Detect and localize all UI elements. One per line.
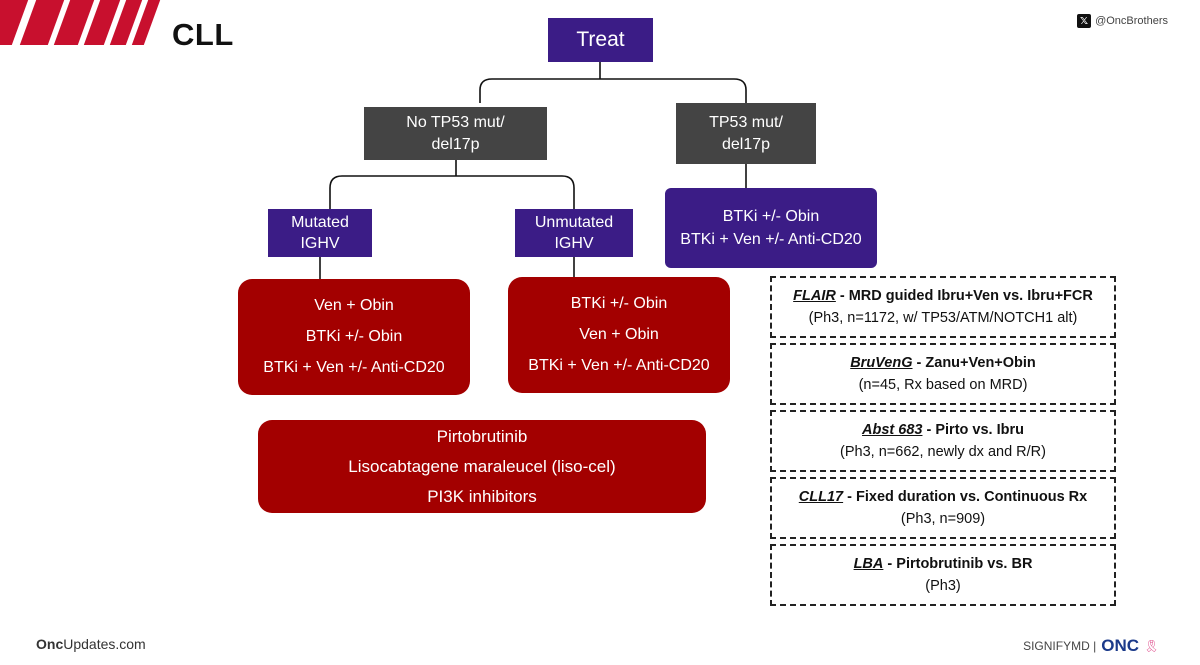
node-line: del17p [721, 135, 771, 153]
trial-flair: FLAIR - MRD guided Ibru+Ven vs. Ibru+FCR… [770, 276, 1116, 338]
node-line: IGHV [554, 235, 594, 252]
page-title: CLL [172, 17, 234, 52]
node-line: BTKi +/- Obin [722, 208, 820, 225]
node-line: BTKi + Ven +/- Anti-CD20 [680, 231, 862, 248]
unmutated-ighv-node: Unmutated IGHV [515, 209, 633, 257]
trial-detail: (Ph3) [925, 578, 961, 594]
trial-desc: - Pirtobrutinib vs. BR [883, 556, 1033, 572]
connector [329, 160, 575, 209]
treatment-line: BTKi +/- Obin [305, 328, 403, 345]
trial-name: FLAIR [793, 288, 836, 304]
trial-desc: - Zanu+Ven+Obin [912, 355, 1036, 371]
trial-detail: (n=45, Rx based on MRD) [858, 377, 1028, 393]
treat-node: Treat [548, 18, 653, 62]
node-line: No TP53 mut/ [406, 113, 505, 131]
treatment-line: PI3K inhibitors [427, 486, 537, 506]
trial-name: CLL17 [798, 489, 844, 505]
trial-headline: LBA - Pirtobrutinib vs. BR [854, 553, 1033, 575]
tp53-treatment-node: BTKi +/- Obin BTKi + Ven +/- Anti-CD20 [665, 188, 877, 268]
site-name-rest: Updates.com [63, 636, 146, 652]
trial-headline: CLL17 - Fixed duration vs. Continuous Rx [799, 486, 1087, 508]
social-handle[interactable]: 𝕏 @OncBrothers [1077, 14, 1168, 28]
handle-text: @OncBrothers [1095, 15, 1168, 27]
node-line: TP53 mut/ [709, 113, 783, 131]
treatment-line: Pirtobrutinib [436, 426, 528, 446]
treatment-line: Ven + Obin [579, 326, 659, 343]
brand-footer: SIGNIFYMD | ONC 🎗 [1023, 636, 1160, 656]
trial-name: Abst 683 [862, 422, 923, 438]
mutated-ighv-node: Mutated IGHV [268, 209, 372, 257]
trial-desc: - Fixed duration vs. Continuous Rx [843, 489, 1088, 505]
trial-desc: - Pirto vs. Ibru [922, 422, 1024, 438]
no-tp53-node: No TP53 mut/ del17p [364, 107, 547, 160]
site-footer[interactable]: OncUpdates.com [36, 636, 146, 652]
trial-detail: (Ph3, n=1172, w/ TP53/ATM/NOTCH1 alt) [808, 310, 1078, 326]
other-treatments-box: Pirtobrutinib Lisocabtagene maraleucel (… [258, 420, 706, 513]
treatment-line: BTKi +/- Obin [570, 295, 668, 312]
trial-cll17: CLL17 - Fixed duration vs. Continuous Rx… [770, 477, 1116, 539]
unmutated-treatment-box: BTKi +/- Obin Ven + Obin BTKi + Ven +/- … [508, 277, 730, 393]
brand-text: SIGNIFYMD | [1023, 639, 1097, 653]
connector [479, 62, 747, 103]
trial-bruveng: BruVenG - Zanu+Ven+Obin (n=45, Rx based … [770, 343, 1116, 405]
site-name-bold: Onc [36, 636, 64, 652]
node-line: Mutated [291, 214, 349, 231]
trial-lba: LBA - Pirtobrutinib vs. BR (Ph3) [770, 544, 1116, 606]
x-logo-icon: 𝕏 [1077, 14, 1092, 28]
node-line: del17p [431, 135, 480, 153]
trial-name: BruVenG [850, 355, 913, 371]
trial-abst-683: Abst 683 - Pirto vs. Ibru (Ph3, n=662, n… [770, 410, 1116, 472]
trial-name: LBA [853, 556, 884, 572]
treatment-line: BTKi + Ven +/- Anti-CD20 [263, 359, 445, 376]
onc-logo: ONC [1101, 636, 1139, 655]
ribbon-icon: 🎗 [1144, 639, 1160, 653]
treatment-line: BTKi + Ven +/- Anti-CD20 [528, 357, 710, 374]
tp53-node: TP53 mut/ del17p [676, 103, 816, 164]
trial-detail: (Ph3, n=909) [900, 511, 986, 527]
treatment-line: Ven + Obin [314, 297, 394, 314]
trial-headline: FLAIR - MRD guided Ibru+Ven vs. Ibru+FCR [793, 285, 1093, 307]
treatment-line: Lisocabtagene maraleucel (liso-cel) [348, 456, 616, 476]
trial-headline: BruVenG - Zanu+Ven+Obin [850, 352, 1036, 374]
trial-detail: (Ph3, n=662, newly dx and R/R) [840, 444, 1046, 460]
trial-desc: - MRD guided Ibru+Ven vs. Ibru+FCR [835, 288, 1093, 304]
trial-headline: Abst 683 - Pirto vs. Ibru [862, 419, 1024, 441]
node-line: IGHV [300, 235, 340, 252]
mutated-treatment-box: Ven + Obin BTKi +/- Obin BTKi + Ven +/- … [238, 279, 470, 395]
treat-label: Treat [576, 28, 625, 51]
node-line: Unmutated [534, 214, 614, 231]
